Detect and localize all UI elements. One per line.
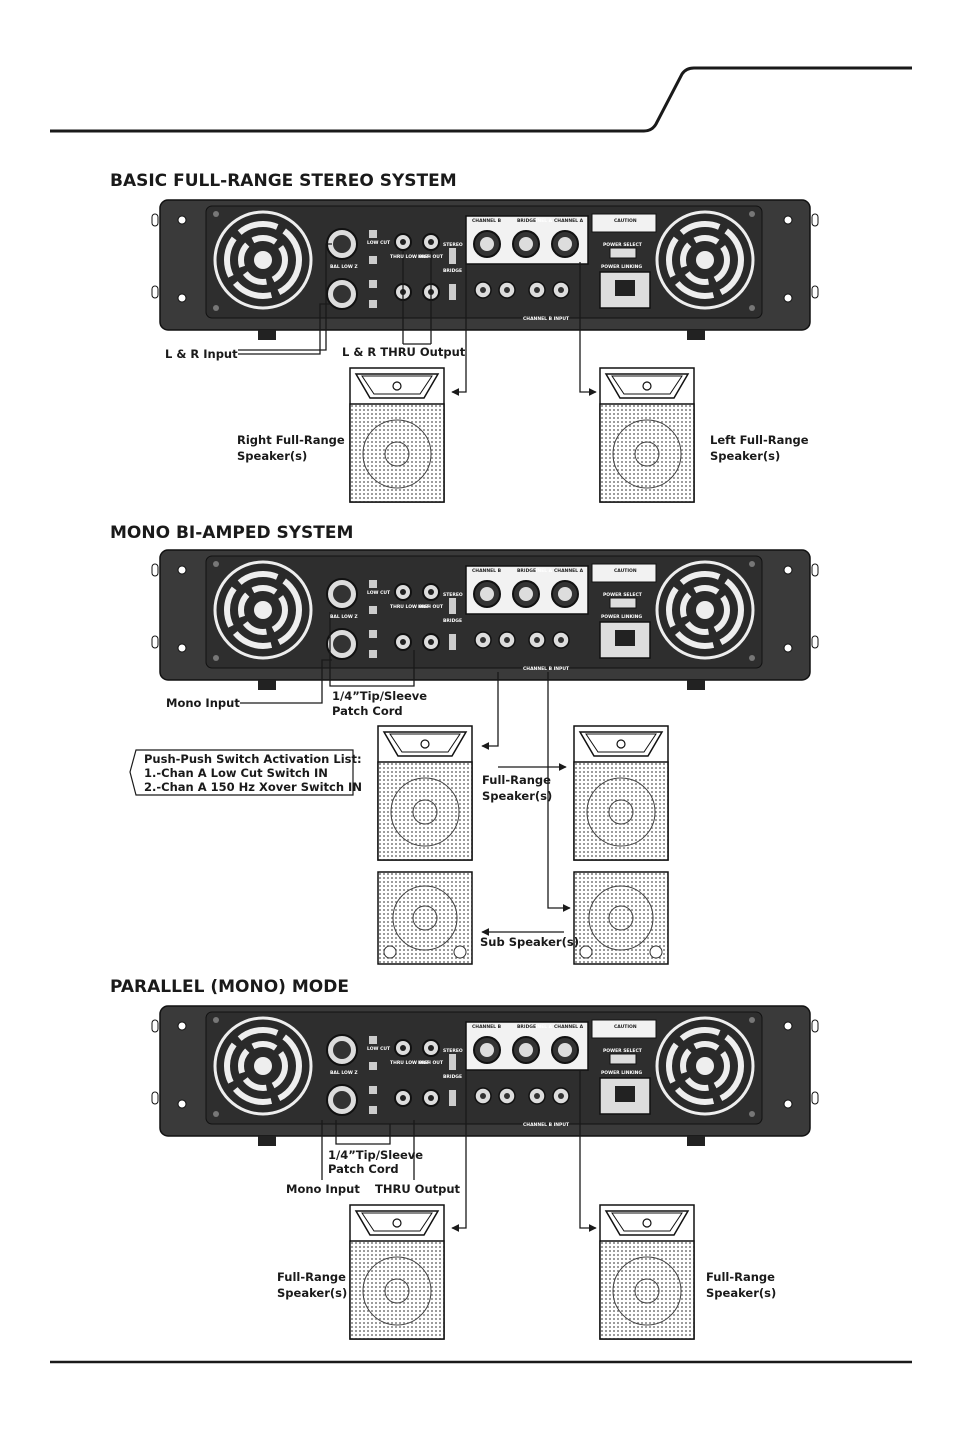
label-fullrange-left-1: Full-Range xyxy=(277,1270,346,1284)
panel-label-power-linking: POWER LINKING xyxy=(601,614,642,620)
label-left-speaker-2: Speaker(s) xyxy=(710,449,780,463)
panel-label-high-out: HIGH OUT xyxy=(418,254,444,260)
panel-label-power-linking: POWER LINKING xyxy=(601,264,642,270)
panel-label-power-select: POWER SELECT xyxy=(603,1048,643,1054)
label-fullrange-2: Speaker(s) xyxy=(482,789,552,803)
panel-label-low-cut: LOW CUT xyxy=(367,1046,391,1052)
speaker-wire-1-left xyxy=(579,262,597,396)
panel-label-thru-low-out: THRU LOW OUT xyxy=(390,254,430,260)
panel-label-channel-a-input: CHANNEL A INPUT xyxy=(523,1024,570,1030)
panel-label-power-linking: POWER LINKING xyxy=(601,1070,642,1076)
header-rule xyxy=(50,66,912,133)
label-patch-2: Patch Cord xyxy=(332,704,403,718)
section-3-title: PARALLEL (MONO) MODE xyxy=(110,977,349,997)
svg-text:1.-Chan A Low Cut Switch IN: 1.-Chan A Low Cut Switch IN xyxy=(144,766,328,780)
panel-label-bal-low-z: BAL LOW Z xyxy=(330,264,358,270)
label-right-speaker-2: Speaker(s) xyxy=(237,449,307,463)
panel-label-bridge-mode: BRIDGE xyxy=(443,618,462,624)
label-fullrange-right-2: Speaker(s) xyxy=(706,1286,776,1300)
thru-wire-1 xyxy=(402,250,432,345)
panel-label-channel-b: CHANNEL B xyxy=(472,568,502,574)
switch-activation-list: Push-Push Switch Activation List: 1.-Cha… xyxy=(129,749,362,796)
sub-speaker-b xyxy=(573,871,669,965)
panel-label-channel-a: CHANNEL A xyxy=(554,1024,584,1030)
panel-label-channel-b-input: CHANNEL B INPUT xyxy=(523,316,570,322)
speaker-wire-1-right xyxy=(451,262,467,396)
foot-1-right xyxy=(687,330,705,340)
label-mono-input-3: Mono Input xyxy=(286,1182,360,1196)
label-fullrange-right-1: Full-Range xyxy=(706,1270,775,1284)
right-full-range-speaker xyxy=(349,367,445,503)
panel-label-thru-low-out: THRU LOW OUT xyxy=(390,604,430,610)
panel-label-caution: CAUTION xyxy=(614,568,637,574)
panel-label-bridge: BRIDGE xyxy=(517,568,536,574)
input-wire-1b xyxy=(238,243,332,351)
foot-2-left xyxy=(258,680,276,690)
panel-label-bal-low-z: BAL LOW Z xyxy=(330,614,358,620)
sub-wire xyxy=(547,672,571,912)
panel-label-bridge: BRIDGE xyxy=(517,218,536,224)
section-2-title: MONO BI-AMPED SYSTEM xyxy=(110,523,353,543)
section-1-title: BASIC FULL-RANGE STEREO SYSTEM xyxy=(110,171,457,191)
panel-label-bridge: BRIDGE xyxy=(517,1024,536,1030)
panel-label-high-out: HIGH OUT xyxy=(418,604,444,610)
panel-labels: CHANNEL A INPUT CHANNEL B INPUT CHANNEL B B… xyxy=(330,218,643,1128)
svg-text:Push-Push Switch Activation Li: Push-Push Switch Activation List: xyxy=(144,752,362,766)
panel-label-channel-b: CHANNEL B xyxy=(472,1024,502,1030)
panel-label-channel-a-input: CHANNEL A INPUT xyxy=(523,568,570,574)
speaker-wire-3-right xyxy=(579,1070,597,1232)
foot-3-left xyxy=(258,1136,276,1146)
label-patch-3-2: Patch Cord xyxy=(328,1162,399,1176)
panel-label-bridge-mode: BRIDGE xyxy=(443,1074,462,1080)
panel-label-caution: CAUTION xyxy=(614,218,637,224)
patch-cord-wire-3 xyxy=(335,1120,391,1145)
panel-label-channel-a: CHANNEL A xyxy=(554,568,584,574)
panel-label-low-cut: LOW CUT xyxy=(367,240,391,246)
svg-text:2.-Chan A 150 Hz Xover Switch: 2.-Chan A 150 Hz Xover Switch IN xyxy=(144,780,362,794)
panel-label-stereo: STEREO xyxy=(443,242,463,248)
panel-label-caution: CAUTION xyxy=(614,1024,637,1030)
speaker-wire-3-left xyxy=(451,1070,467,1232)
mono-input-wire xyxy=(240,659,332,704)
panel-label-stereo: STEREO xyxy=(443,592,463,598)
foot-1-left xyxy=(258,330,276,340)
panel-label-channel-b-input: CHANNEL B INPUT xyxy=(523,1122,570,1128)
label-lr-thru: L & R THRU Output xyxy=(342,345,466,359)
foot-2-right xyxy=(687,680,705,690)
panel-label-low-cut: LOW CUT xyxy=(367,590,391,596)
full-range-speaker-a xyxy=(377,725,473,861)
label-mono-input: Mono Input xyxy=(166,696,240,710)
panel-label-channel-b: CHANNEL B xyxy=(472,218,502,224)
label-lr-input: L & R Input xyxy=(165,347,238,361)
label-right-speaker-1: Right Full-Range xyxy=(237,433,345,447)
left-full-range-speaker xyxy=(599,367,695,503)
label-patch-3-1: 1/4”Tip/Sleeve xyxy=(328,1148,423,1162)
panel-label-high-out: HIGH OUT xyxy=(418,1060,444,1066)
foot-3-right xyxy=(687,1136,705,1146)
panel-label-channel-b-input: CHANNEL B INPUT xyxy=(523,666,570,672)
fullrange-wire xyxy=(481,672,499,750)
panel-label-power-select: POWER SELECT xyxy=(603,592,643,598)
label-left-speaker-1: Left Full-Range xyxy=(710,433,809,447)
label-patch-1: 1/4”Tip/Sleeve xyxy=(332,689,427,703)
full-range-speaker-right xyxy=(599,1204,695,1340)
panel-label-channel-a-input: CHANNEL A INPUT xyxy=(523,218,570,224)
label-sub: Sub Speaker(s) xyxy=(480,935,579,949)
label-fullrange-1: Full-Range xyxy=(482,773,551,787)
panel-label-stereo: STEREO xyxy=(443,1048,463,1054)
panel-label-bridge-mode: BRIDGE xyxy=(443,268,462,274)
panel-label-power-select: POWER SELECT xyxy=(603,242,643,248)
label-fullrange-left-2: Speaker(s) xyxy=(277,1286,347,1300)
panel-label-channel-a: CHANNEL A xyxy=(554,218,584,224)
patch-cord-wire xyxy=(329,612,415,687)
full-range-speaker-left xyxy=(349,1204,445,1340)
label-thru-3: THRU Output xyxy=(375,1182,461,1196)
sub-speaker-a xyxy=(377,871,473,965)
full-range-speaker-b xyxy=(573,725,669,861)
panel-label-thru-low-out: THRU LOW OUT xyxy=(390,1060,430,1066)
panel-label-bal-low-z: BAL LOW Z xyxy=(330,1070,358,1076)
